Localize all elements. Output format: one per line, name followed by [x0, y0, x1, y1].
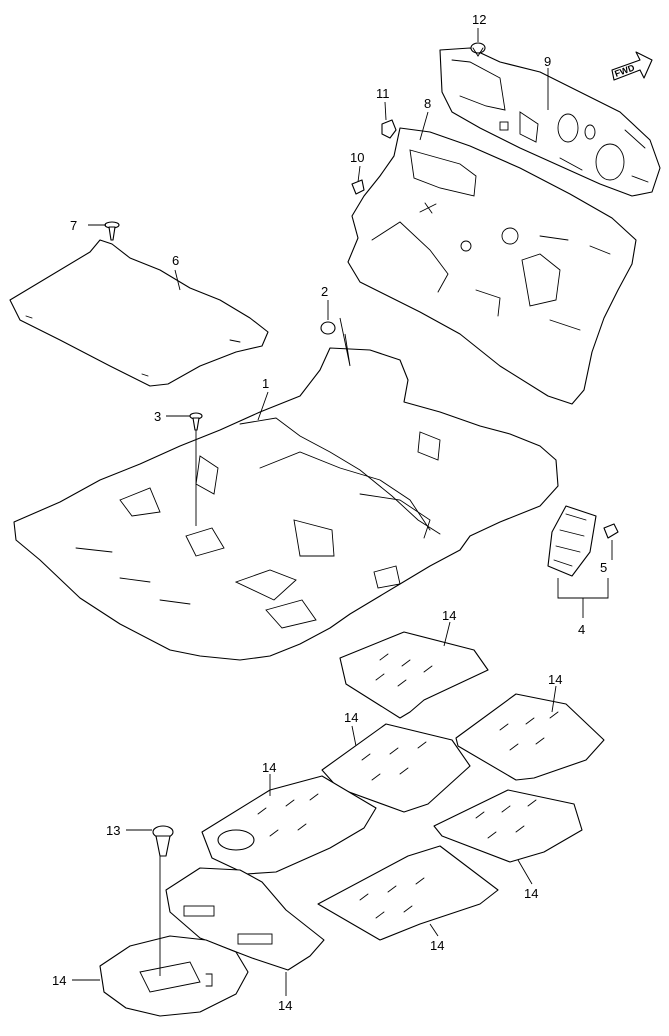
clip-part-12-icon [470, 42, 486, 57]
callout-14-pad-c: 14 [344, 710, 358, 725]
clip-part-11-icon [381, 119, 397, 139]
floor-pad-d [201, 775, 377, 875]
callout-5: 5 [600, 560, 607, 575]
fwd-arrow-icon: FWD [611, 51, 653, 81]
screw-part-10-icon [351, 179, 365, 195]
callout-11: 11 [376, 86, 390, 101]
dash-silencer-lower [347, 127, 637, 405]
rear-panel [9, 239, 269, 387]
callout-14-pad-b: 14 [548, 672, 562, 687]
callout-10: 10 [350, 150, 364, 165]
floor-pad-g [165, 867, 325, 971]
callout-2: 2 [321, 284, 328, 299]
callout-12: 12 [472, 12, 486, 27]
side-pad [547, 505, 597, 577]
callout-13: 13 [106, 823, 120, 838]
dash-silencer-upper [439, 47, 661, 197]
clip-part-13-icon [152, 825, 174, 857]
callout-14-pad-a: 14 [442, 608, 456, 623]
callout-1: 1 [262, 376, 269, 391]
clip-part-5-icon [603, 523, 619, 539]
callout-6: 6 [172, 253, 179, 268]
floor-pad-a [339, 631, 489, 719]
callout-8: 8 [424, 96, 431, 111]
screw-part-3-icon [189, 412, 203, 431]
leader-lines [72, 28, 613, 996]
callout-14-pad-g: 14 [278, 998, 292, 1013]
clip-part-2-icon [320, 321, 336, 335]
floor-pad-b [455, 693, 605, 781]
floor-pad-f [317, 845, 499, 941]
screw-part-7-icon [104, 221, 120, 241]
callout-14-pad-d: 14 [262, 760, 276, 775]
callout-7: 7 [70, 218, 77, 233]
callout-14-pad-h: 14 [52, 973, 66, 988]
floor-pad-e [433, 789, 583, 863]
callout-3: 3 [154, 409, 161, 424]
floor-pad-h [99, 935, 249, 1017]
callout-14-pad-f: 14 [430, 938, 444, 953]
callout-9: 9 [544, 54, 551, 69]
callout-4: 4 [578, 622, 585, 637]
callout-14-pad-e: 14 [524, 886, 538, 901]
floor-carpet [13, 347, 559, 661]
